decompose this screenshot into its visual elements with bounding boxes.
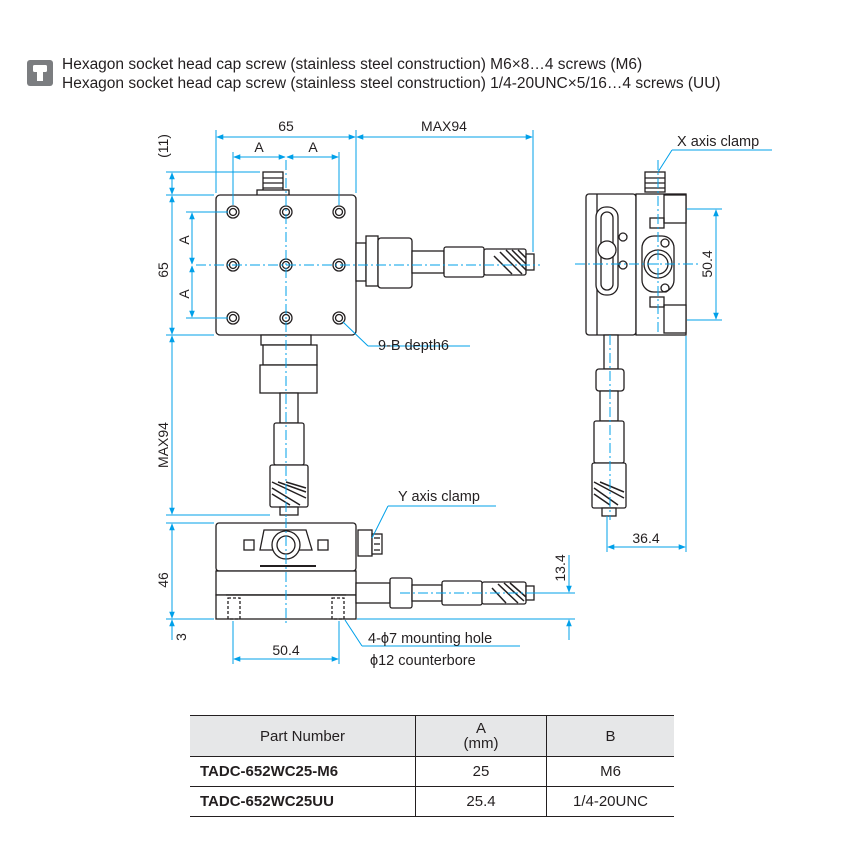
header-a: A (mm) xyxy=(415,715,547,757)
table-row: TADC-652WC25UU 25.4 1/4-20UNC xyxy=(190,786,674,817)
spec-table: Part Number A (mm) B TADC-652WC25-M6 25 … xyxy=(190,715,674,817)
legend-line-uu: Hexagon socket head cap screw (stainless… xyxy=(62,75,721,92)
note-y-axis-clamp: Y axis clamp xyxy=(398,489,480,505)
cell-a: 25 xyxy=(415,756,547,787)
side-view-dimensions xyxy=(606,149,772,552)
top-view xyxy=(215,171,535,516)
note-9b-depth6: 9-B depth6 xyxy=(378,338,449,354)
note-x-axis-clamp: X axis clamp xyxy=(677,134,759,150)
dim-right-50-4: 50.4 xyxy=(699,250,715,277)
header-a-label: A xyxy=(475,720,486,737)
dim-a-lower: A xyxy=(176,289,192,299)
table-row: TADC-652WC25-M6 25 M6 xyxy=(190,756,674,787)
dim-top-65: 65 xyxy=(278,118,294,134)
spec-table-header: Part Number A (mm) B xyxy=(190,715,674,757)
dim-right-36-4: 36.4 xyxy=(632,530,659,546)
dim-a-upper: A xyxy=(176,235,192,245)
dim-a-right: A xyxy=(308,139,318,155)
note-mounting-hole: 4-ϕ7 mounting hole xyxy=(368,631,492,647)
top-view-dimensions xyxy=(166,130,534,516)
dim-top-max94: MAX94 xyxy=(421,118,467,134)
cell-b: M6 xyxy=(546,756,674,787)
dim-a-left: A xyxy=(254,139,264,155)
cell-b: 1/4-20UNC xyxy=(546,786,674,817)
dim-side-13-4: 13.4 xyxy=(552,554,568,581)
legend-line-m6: Hexagon socket head cap screw (stainless… xyxy=(62,56,643,73)
dim-height-46: 46 xyxy=(155,572,171,588)
cell-part-number: TADC-652WC25UU xyxy=(190,786,416,817)
dim-bottom-50-4: 50.4 xyxy=(272,642,299,658)
header-a-unit: (mm) xyxy=(463,735,499,752)
stage-drawing: 65 MAX94 A A A A 65 (11) MAX94 9-B depth… xyxy=(155,118,772,669)
front-view xyxy=(215,522,535,620)
side-view xyxy=(585,171,687,517)
dim-paren-11: (11) xyxy=(155,134,171,158)
cell-part-number: TADC-652WC25-M6 xyxy=(190,756,416,787)
socket-head-screw-icon xyxy=(27,60,53,86)
dim-left-65: 65 xyxy=(155,262,171,278)
cell-a: 25.4 xyxy=(415,786,547,817)
front-view-dimensions xyxy=(166,505,575,664)
dim-base-3: 3 xyxy=(173,633,189,641)
dim-left-max94: MAX94 xyxy=(155,422,171,468)
header-part-number: Part Number xyxy=(190,715,416,757)
header-b: B xyxy=(546,715,674,757)
note-counterbore: ϕ12 counterbore xyxy=(370,653,476,669)
